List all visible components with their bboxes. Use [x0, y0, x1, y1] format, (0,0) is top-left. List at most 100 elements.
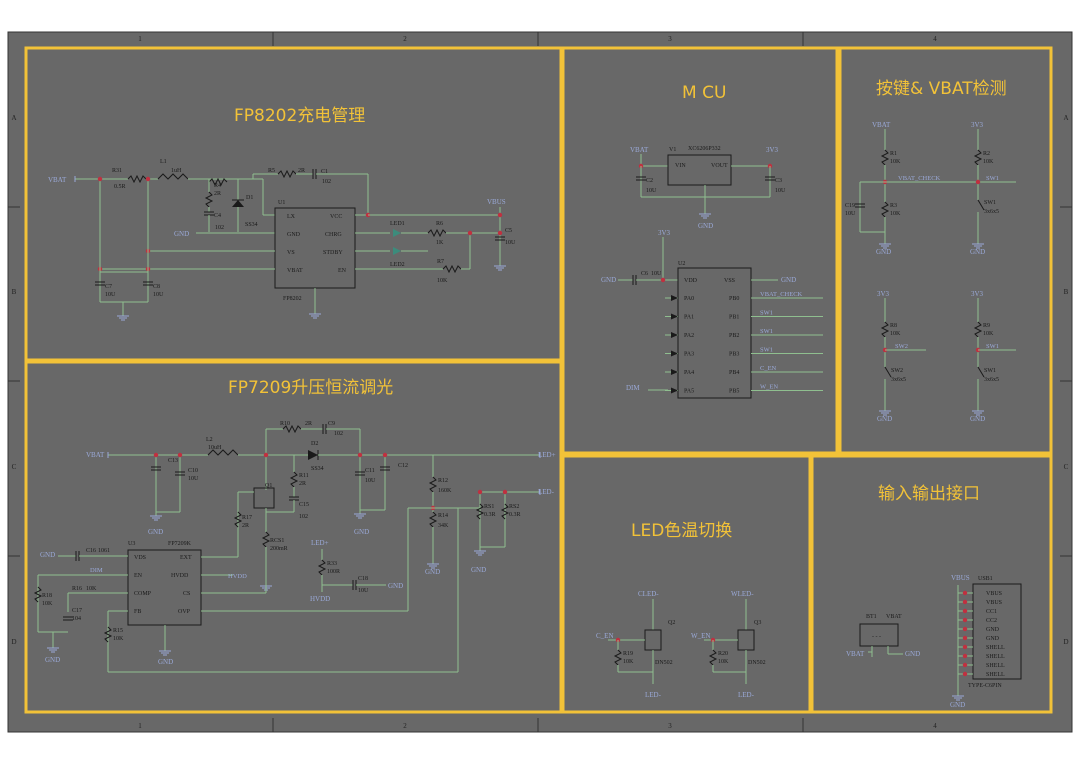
r10-resistor: [282, 424, 302, 434]
sw2-net: SW2: [895, 343, 908, 350]
pin-vdd: VDD: [684, 278, 698, 284]
d2-part: SS34: [311, 466, 324, 472]
r33-label: R33: [327, 561, 337, 567]
c19-value: 10U: [845, 211, 856, 217]
c7-value: 10U: [105, 292, 116, 298]
io-block-frame: [810, 454, 1053, 714]
column-marker-top: 1: [138, 35, 142, 43]
junction-dot: [497, 230, 503, 236]
u2-gnd-label: GND: [601, 276, 616, 284]
c4-label: C4: [214, 213, 221, 219]
c6-value: 10U: [651, 271, 662, 277]
c17-label: C17: [72, 608, 82, 614]
boost-gnd-label-2: GND: [354, 528, 369, 536]
c8-label: C8: [153, 284, 160, 290]
r9-resistor: [973, 321, 983, 338]
led2-symbol: [393, 247, 401, 255]
r33-value: 100R: [327, 569, 340, 575]
junction-dot: [477, 489, 483, 495]
column-marker-top: 3: [668, 35, 672, 43]
junction-dot: [145, 176, 151, 182]
r16-value: 10K: [86, 586, 97, 592]
hvdd-net-2: HVDD: [310, 595, 330, 603]
boost-gnd-label-4: GND: [425, 568, 440, 576]
junction-dot: [177, 452, 183, 458]
usb-pin-shell: SHELL: [986, 672, 1005, 678]
column-marker-bottom: 3: [668, 722, 672, 730]
r7-label: R7: [437, 259, 444, 265]
d2-diode: [308, 450, 318, 460]
pin-vs: VS: [287, 250, 295, 256]
mcu-net-label: SW1: [760, 328, 773, 335]
mcu-pin-right-PB5: PB5: [729, 389, 739, 395]
led-plus-label-2: LED+: [311, 539, 329, 547]
pin-fb: FB: [134, 609, 141, 615]
usb-pin-shell: SHELL: [986, 663, 1005, 669]
pin-chrg: CHRG: [325, 232, 342, 238]
u3-label: U3: [128, 541, 135, 547]
w-en-label: W_EN: [691, 632, 710, 640]
rs1-label: RS1: [484, 504, 494, 510]
r10-label: R10: [280, 421, 290, 427]
sw2-switch: [884, 366, 892, 378]
usb-connector-body: [972, 583, 1022, 680]
r2-resistor: [973, 149, 983, 166]
boost-gnd-label-9: GND: [388, 582, 403, 590]
column-marker-bottom: 4: [933, 722, 937, 730]
ldo-body: [667, 154, 732, 186]
usb-pin-shell: SHELL: [986, 654, 1005, 660]
c17-value: 104: [72, 616, 81, 622]
usb-pin-cc1: CC1: [986, 609, 997, 615]
cled-label: CLED-: [638, 590, 659, 598]
c10-label: C10: [188, 468, 198, 474]
rs1-resistor: [475, 503, 485, 520]
mcu-3v3-label: 3V3: [766, 146, 779, 154]
sw1-switch: [977, 199, 985, 211]
pin-arrow: [671, 313, 678, 320]
c16-label: C16: [86, 548, 96, 554]
boost-block-title: FP7209升压恒流调光: [228, 378, 394, 398]
junction-dot: [962, 599, 968, 605]
mcu-pin-left-PA5: PA5: [684, 389, 694, 395]
vbus-label: VBUS: [487, 198, 506, 206]
r19-label: R19: [623, 651, 633, 657]
pin-cs: CS: [183, 591, 190, 597]
c6-label: C6: [641, 271, 648, 277]
r8-value: 10K: [890, 331, 901, 337]
r5-value: 2R: [298, 168, 305, 174]
sw1b-label: SW1: [984, 368, 996, 374]
row-marker-right: D: [1063, 638, 1068, 646]
keys-gnd-label-1: GND: [876, 248, 891, 256]
q2-label: Q2: [668, 620, 675, 626]
ldo-part: XC6206P332: [688, 146, 721, 152]
r15-value: 10K: [113, 636, 124, 642]
r3-label: R3: [890, 203, 897, 209]
junction-dot: [962, 644, 968, 650]
io-vbat-label: VBAT: [846, 650, 865, 658]
q1-mosfet: [253, 487, 275, 509]
pin-gnd: GND: [287, 232, 301, 238]
r5-label: R5: [268, 168, 275, 174]
vbat-port-label: VBAT: [48, 176, 67, 184]
mcu-block-title: M CU: [682, 83, 727, 103]
r2-label: R2: [983, 151, 990, 157]
pin-vss: VSS: [724, 278, 735, 284]
mcu-pin-right-PB4: PB4: [729, 370, 739, 376]
junction-dot: [97, 176, 103, 182]
r20-value: 10K: [718, 659, 729, 665]
r7-value: 10K: [437, 278, 448, 284]
pin-arrow: [671, 332, 678, 338]
junction-dot: [382, 452, 388, 458]
c5-value: 10U: [505, 240, 516, 246]
mcu-pin-right-PB3: PB3: [729, 352, 739, 358]
battery-body: [859, 623, 899, 647]
keys-block-frame: [838, 46, 1053, 455]
l1-label: L1: [160, 159, 167, 165]
r11-value: 2R: [299, 481, 306, 487]
c5-label: C5: [505, 228, 512, 234]
io-gnd-label: GND: [905, 650, 920, 658]
r3-resistor: [880, 201, 890, 218]
pin-stdby: STDBY: [323, 250, 343, 256]
mcu-vbat-label: VBAT: [630, 146, 649, 154]
r4-label: R4: [214, 183, 221, 189]
